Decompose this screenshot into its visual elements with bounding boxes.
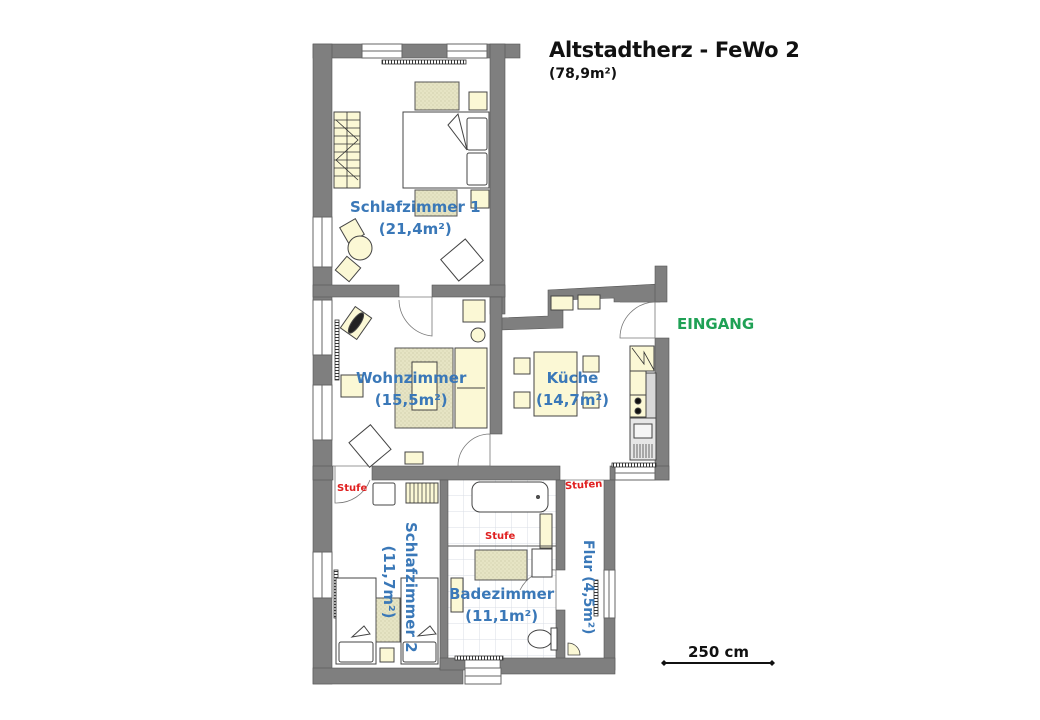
room-name: Wohnzimmer	[356, 369, 467, 387]
room-label-schlafzimmer-1: Schlafzimmer 1 (21,4m²)	[350, 196, 481, 240]
total-area: (78,9m²)	[549, 66, 618, 82]
room-area: (15,5m²)	[374, 391, 448, 409]
bathroom-furniture	[448, 481, 558, 651]
scale-bar	[661, 660, 775, 666]
room-name-area: Flur (4,5m²)	[580, 540, 596, 635]
room-name: Schlafzimmer 1	[350, 198, 481, 216]
room-area: (11,7m²)	[380, 545, 398, 619]
room-name: Küche	[546, 369, 599, 387]
bedroom2-furniture	[335, 482, 439, 665]
walls	[312, 43, 670, 685]
room-area: (14,7m²)	[536, 391, 609, 409]
kitchen-furniture	[513, 294, 657, 461]
step-label-bedroom2: Stufe	[337, 483, 368, 494]
scale-label: 250 cm	[688, 643, 750, 661]
bedroom1-furniture	[333, 81, 490, 283]
step-label-bathroom: Stufe	[485, 531, 516, 542]
doors	[333, 296, 656, 610]
room-name: Badezimmer	[449, 585, 555, 603]
room-label-schlafzimmer-2: Schlafzimmer 2 (11,7m²)	[378, 522, 422, 653]
room-name: Schlafzimmer 2	[402, 522, 420, 653]
windows	[312, 43, 656, 685]
entrance-label: EINGANG	[677, 315, 755, 333]
room-label-wohnzimmer: Wohnzimmer (15,5m²)	[356, 367, 466, 411]
plan-title: Altstadtherz - FeWo 2	[549, 38, 800, 62]
living-furniture	[339, 299, 488, 468]
room-area: (21,4m²)	[378, 220, 452, 238]
room-label-kueche: Küche (14,7m²)	[536, 367, 609, 411]
room-label-flur: Flur (4,5m²)	[577, 540, 599, 635]
room-label-badezimmer: Badezimmer (11,1m²)	[449, 583, 554, 627]
room-area: (11,1m²)	[465, 607, 539, 625]
hall-door-swing	[567, 642, 581, 656]
